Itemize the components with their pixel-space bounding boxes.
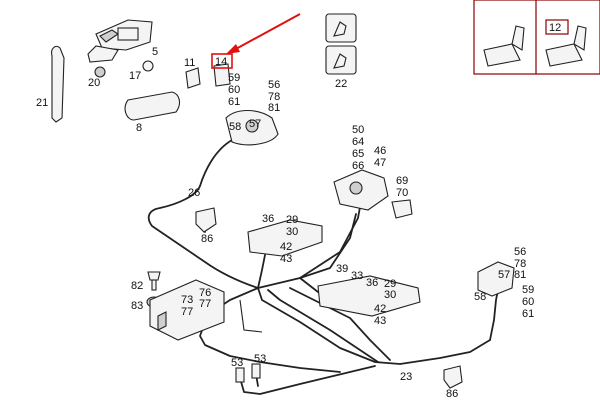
label-23: 23: [400, 371, 412, 383]
label-78-top: 78: [268, 91, 280, 103]
label-42-right: 42: [374, 303, 386, 315]
label-5: 5: [152, 46, 158, 58]
label-78-right: 78: [514, 258, 526, 270]
label-58-top: 58: [229, 121, 241, 133]
label-76: 76: [199, 287, 211, 299]
label-56-top: 56: [268, 79, 280, 91]
label-14: 14: [215, 56, 227, 68]
label-22: 22: [335, 78, 347, 90]
label-64: 64: [352, 136, 364, 148]
label-61-top: 61: [228, 96, 240, 108]
label-17: 17: [129, 70, 141, 82]
label-30-left: 30: [286, 226, 298, 238]
label-86-left: 86: [201, 233, 213, 245]
label-39: 39: [336, 263, 348, 275]
highlight-marker: [211, 13, 301, 69]
label-29-right: 29: [384, 278, 396, 290]
part-labels: 5 20 17 21 8 11 14 22 59 60 61 58 57 56 …: [36, 46, 534, 400]
part-5-switch-assembly: [87, 19, 154, 78]
part-57-motor-top: [225, 109, 279, 146]
label-43-right: 43: [374, 315, 386, 327]
label-43-left: 43: [280, 253, 292, 265]
label-82: 82: [131, 280, 143, 292]
label-77-b: 77: [181, 306, 193, 318]
part-11-cover: [185, 67, 201, 89]
label-57-top: 57: [249, 118, 261, 130]
label-77-a: 77: [199, 298, 211, 310]
inset-seat-views: 12: [473, 0, 600, 75]
label-8: 8: [136, 122, 142, 134]
label-11: 11: [184, 57, 195, 69]
label-66: 66: [352, 160, 364, 172]
inset-label-12: 12: [549, 22, 561, 34]
part-86-clip-lower: [443, 365, 463, 389]
part-21-rod: [51, 45, 65, 123]
label-59-top: 59: [228, 72, 240, 84]
label-42-left: 42: [280, 241, 292, 253]
label-53-b: 53: [254, 353, 266, 365]
part-8-cushion: [124, 91, 181, 121]
label-56-right: 56: [514, 246, 526, 258]
label-30-right: 30: [384, 289, 396, 301]
label-81-top: 81: [268, 102, 280, 114]
label-50: 50: [352, 124, 364, 136]
part-36-switch-module: [247, 219, 323, 257]
label-57-right: 57: [498, 269, 510, 281]
part-22-switch-covers: [325, 13, 357, 75]
label-73: 73: [181, 294, 193, 306]
label-60-right: 60: [522, 296, 534, 308]
label-65: 65: [352, 148, 364, 160]
label-69: 69: [396, 175, 408, 187]
part-57-motor-right: [477, 261, 515, 297]
label-26: 26: [188, 187, 200, 199]
label-58-right: 58: [474, 291, 486, 303]
wiring-harness: [147, 139, 499, 395]
label-83: 83: [131, 300, 143, 312]
label-36-right: 36: [366, 277, 378, 289]
part-82-screw: [147, 271, 161, 291]
label-59-right: 59: [522, 284, 534, 296]
label-36-left: 36: [262, 213, 274, 225]
label-46: 46: [374, 145, 386, 157]
part-39-switch-module: [317, 275, 421, 317]
label-70: 70: [396, 187, 408, 199]
label-20: 20: [88, 77, 100, 89]
label-21: 21: [36, 97, 48, 109]
part-73-control-unit: [149, 279, 225, 341]
label-86-lower: 86: [446, 388, 458, 400]
label-33: 33: [351, 270, 363, 282]
part-53-connectors: [235, 363, 261, 383]
label-61-right: 61: [522, 308, 534, 320]
label-81-right: 81: [514, 269, 526, 281]
label-29-left: 29: [286, 214, 298, 226]
label-47: 47: [374, 157, 386, 169]
part-86-clip: [195, 207, 217, 233]
part-50-seat-motor: [333, 169, 413, 219]
label-53-a: 53: [231, 357, 243, 369]
part-14-cover: [213, 63, 231, 87]
label-60-top: 60: [228, 84, 240, 96]
